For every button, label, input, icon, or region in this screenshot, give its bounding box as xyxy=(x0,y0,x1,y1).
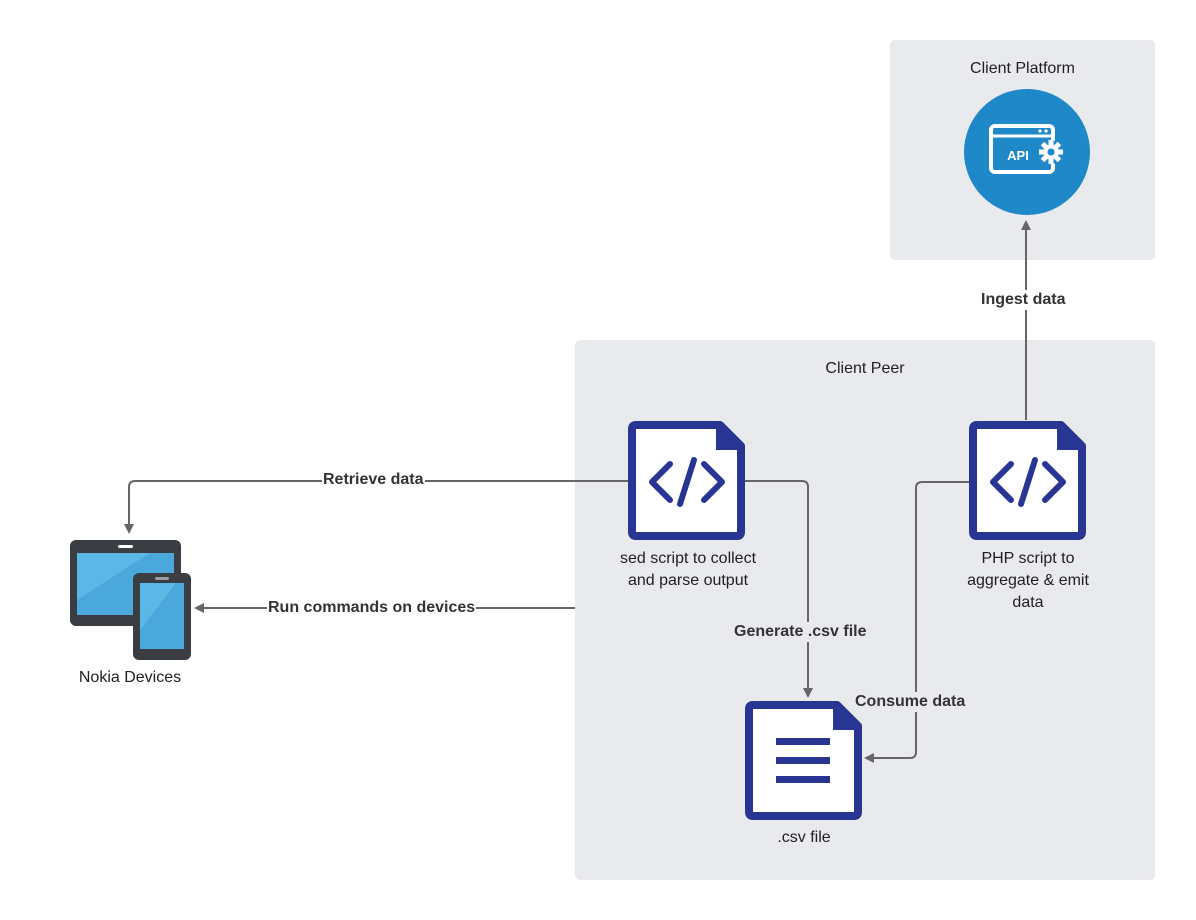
php-script-label-line3: data xyxy=(1012,594,1044,611)
nokia-devices-label: Nokia Devices xyxy=(78,669,182,686)
php-script-label-line2: aggregate & emit xyxy=(967,572,1089,589)
ingest-data-label: Ingest data xyxy=(980,290,1067,310)
consume-data-connector xyxy=(864,481,970,763)
sed-script-label: sed script to collect and parse output xyxy=(598,548,778,592)
generate-csv-connector xyxy=(745,480,813,698)
run-commands-label: Run commands on devices xyxy=(267,598,477,618)
php-script-label: PHP script to aggregate & emit data xyxy=(938,548,1118,614)
sed-script-label-line2: and parse output xyxy=(627,572,749,589)
generate-csv-label: Generate .csv file xyxy=(733,622,868,642)
consume-data-label: Consume data xyxy=(854,692,967,712)
sed-script-label-line1: sed script to collect xyxy=(619,550,757,567)
csv-file-label: .csv file xyxy=(777,829,831,846)
client-peer-title: Client Peer xyxy=(825,360,905,377)
retrieve-data-connector xyxy=(124,480,630,534)
client-platform-title: Client Platform xyxy=(970,60,1075,77)
retrieve-data-label: Retrieve data xyxy=(322,470,425,490)
php-script-label-line1: PHP script to xyxy=(981,550,1075,567)
